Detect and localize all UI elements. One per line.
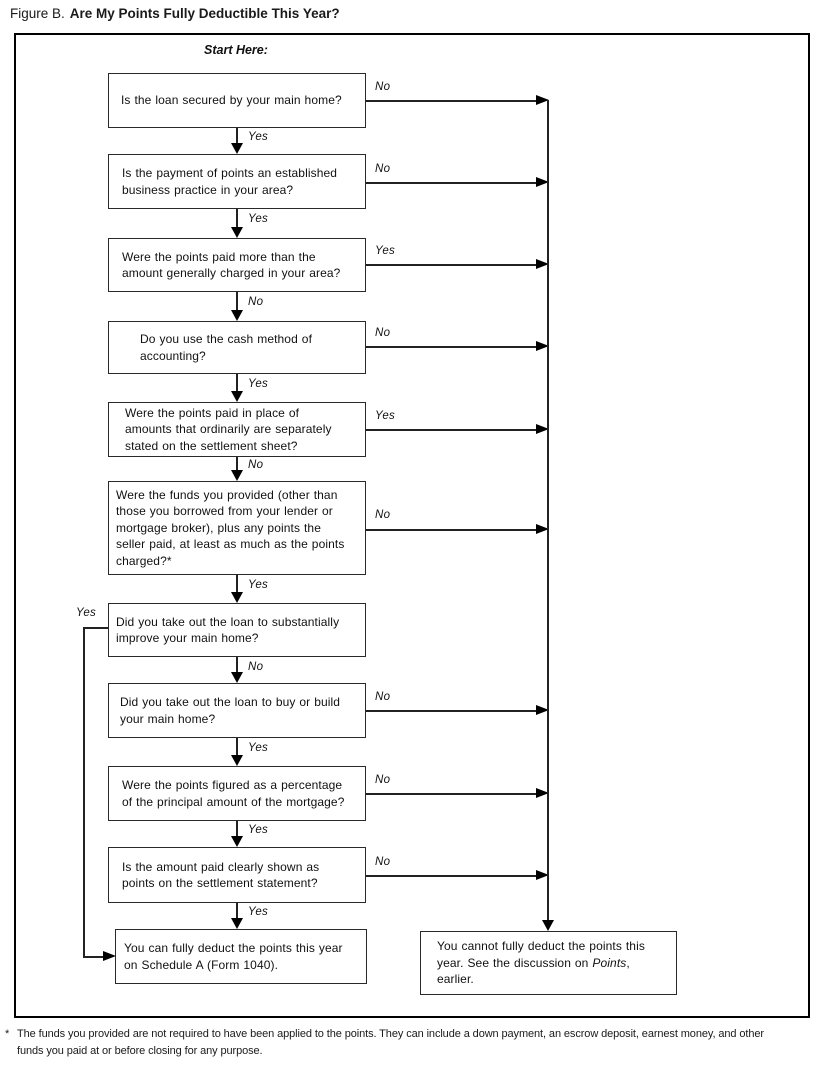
- question-text: Were the points paid in place of amounts…: [125, 405, 332, 453]
- question-text: Did you take out the loan to substantial…: [116, 614, 340, 646]
- branch-label: No: [248, 459, 264, 471]
- question-box-percentage-of-principal: Were the points figured as a percentage …: [108, 766, 366, 821]
- question-box-funds-provided: Were the funds you provided (other than …: [108, 481, 366, 575]
- flow-line: [366, 710, 537, 712]
- flow-line: [236, 457, 238, 471]
- flow-line: [236, 374, 238, 392]
- outcome-text-italic: Points: [592, 955, 627, 970]
- outcome-text: You cannot fully deduct the points this …: [437, 938, 645, 988]
- question-box-cash-method: Do you use the cash method of accounting…: [108, 321, 366, 374]
- branch-label: No: [375, 163, 391, 175]
- flow-line: [83, 956, 104, 958]
- question-text: Did you take out the loan to buy or buil…: [120, 695, 341, 726]
- branch-label: No: [375, 509, 391, 521]
- flow-line: [236, 657, 238, 673]
- flow-line: [366, 346, 537, 348]
- question-box-points-in-place: Were the points paid in place of amounts…: [108, 402, 366, 457]
- branch-label: Yes: [248, 131, 269, 143]
- branch-label: Yes: [375, 410, 396, 422]
- outcome-box-fully-deduct: You can fully deduct the points this yea…: [115, 929, 367, 984]
- branch-label: No: [375, 774, 391, 786]
- outcome-text: You can fully deduct the points this yea…: [124, 941, 343, 972]
- flow-line: [366, 875, 537, 877]
- arrowhead-right-icon: [536, 788, 549, 798]
- branch-label: No: [375, 856, 391, 868]
- question-box-loan-secured: Is the loan secured by your main home?: [108, 73, 366, 128]
- question-text: Were the points figured as a percentage …: [122, 778, 345, 809]
- arrowhead-right-icon: [536, 95, 549, 105]
- footnote-text: The funds you provided are not required …: [17, 1028, 764, 1057]
- flow-line: [83, 627, 85, 958]
- figure-title: Figure B. Are My Points Fully Deductible …: [10, 6, 340, 21]
- flow-line: [236, 575, 238, 593]
- branch-label: Yes: [375, 245, 396, 257]
- arrowhead-right-icon: [536, 870, 549, 880]
- question-text: Is the loan secured by your main home?: [121, 93, 342, 108]
- arrowhead-down-icon: [231, 918, 243, 929]
- branch-label: Yes: [248, 213, 269, 225]
- branch-label: No: [375, 327, 391, 339]
- collector-line: [547, 100, 549, 920]
- arrowhead-right-icon: [536, 259, 549, 269]
- flowchart-frame: [14, 33, 810, 1018]
- arrowhead-down-icon: [231, 672, 243, 683]
- arrowhead-down-icon: [542, 920, 554, 931]
- branch-label: Yes: [76, 607, 97, 619]
- arrowhead-right-icon: [536, 424, 549, 434]
- flow-line: [236, 128, 238, 144]
- arrowhead-down-icon: [231, 836, 243, 847]
- question-text: Is the amount paid clearly shown as poin…: [122, 859, 320, 891]
- start-here-label: Start Here:: [204, 43, 268, 57]
- question-text: Do you use the cash method of accounting…: [140, 332, 313, 363]
- branch-label: No: [375, 691, 391, 703]
- flow-line: [366, 429, 537, 431]
- branch-label: Yes: [248, 378, 269, 390]
- footnote: * The funds you provided are not required…: [5, 1026, 811, 1059]
- flow-line: [236, 292, 238, 311]
- branch-label: Yes: [248, 579, 269, 591]
- footnote-marker: *: [5, 1028, 10, 1040]
- arrowhead-right-icon: [536, 341, 549, 351]
- branch-label: Yes: [248, 824, 269, 836]
- arrowhead-down-icon: [231, 391, 243, 402]
- branch-label: No: [248, 296, 264, 308]
- question-box-substantially-improve: Did you take out the loan to substantial…: [108, 603, 366, 657]
- question-box-buy-or-build: Did you take out the loan to buy or buil…: [108, 683, 366, 738]
- arrowhead-right-icon: [536, 177, 549, 187]
- arrowhead-down-icon: [231, 470, 243, 481]
- branch-label: No: [248, 661, 264, 673]
- arrowhead-down-icon: [231, 143, 243, 154]
- figure-heading: Are My Points Fully Deductible This Year…: [69, 6, 340, 21]
- arrowhead-right-icon: [536, 524, 549, 534]
- flow-line: [366, 100, 537, 102]
- arrowhead-right-icon: [103, 951, 116, 961]
- flow-line: [236, 738, 238, 756]
- branch-label: No: [375, 81, 391, 93]
- branch-label: Yes: [248, 742, 269, 754]
- flow-line: [366, 264, 537, 266]
- outcome-box-cannot-deduct: You cannot fully deduct the points this …: [420, 931, 677, 995]
- outcome-text-after: , earlier.: [437, 955, 630, 987]
- flow-line: [366, 182, 537, 184]
- arrowhead-down-icon: [231, 310, 243, 321]
- question-box-points-more-than-charged: Were the points paid more than the amoun…: [108, 238, 366, 292]
- arrowhead-down-icon: [231, 755, 243, 766]
- flow-line: [83, 627, 108, 629]
- arrowhead-down-icon: [231, 592, 243, 603]
- flow-line: [366, 793, 537, 795]
- flow-line: [236, 821, 238, 837]
- question-text: Were the funds you provided (other than …: [116, 487, 345, 568]
- question-box-established-practice: Is the payment of points an established …: [108, 154, 366, 209]
- outcome-text-before: You cannot fully deduct the points this …: [437, 939, 645, 970]
- branch-label: Yes: [248, 906, 269, 918]
- question-text: Is the payment of points an established …: [122, 166, 338, 197]
- question-box-clearly-shown: Is the amount paid clearly shown as poin…: [108, 847, 366, 903]
- arrowhead-right-icon: [536, 705, 549, 715]
- flow-line: [366, 529, 537, 531]
- figure-label: Figure B.: [10, 6, 65, 21]
- flow-line: [236, 903, 238, 919]
- arrowhead-down-icon: [231, 227, 243, 238]
- flow-line: [236, 209, 238, 228]
- question-text: Were the points paid more than the amoun…: [122, 249, 341, 281]
